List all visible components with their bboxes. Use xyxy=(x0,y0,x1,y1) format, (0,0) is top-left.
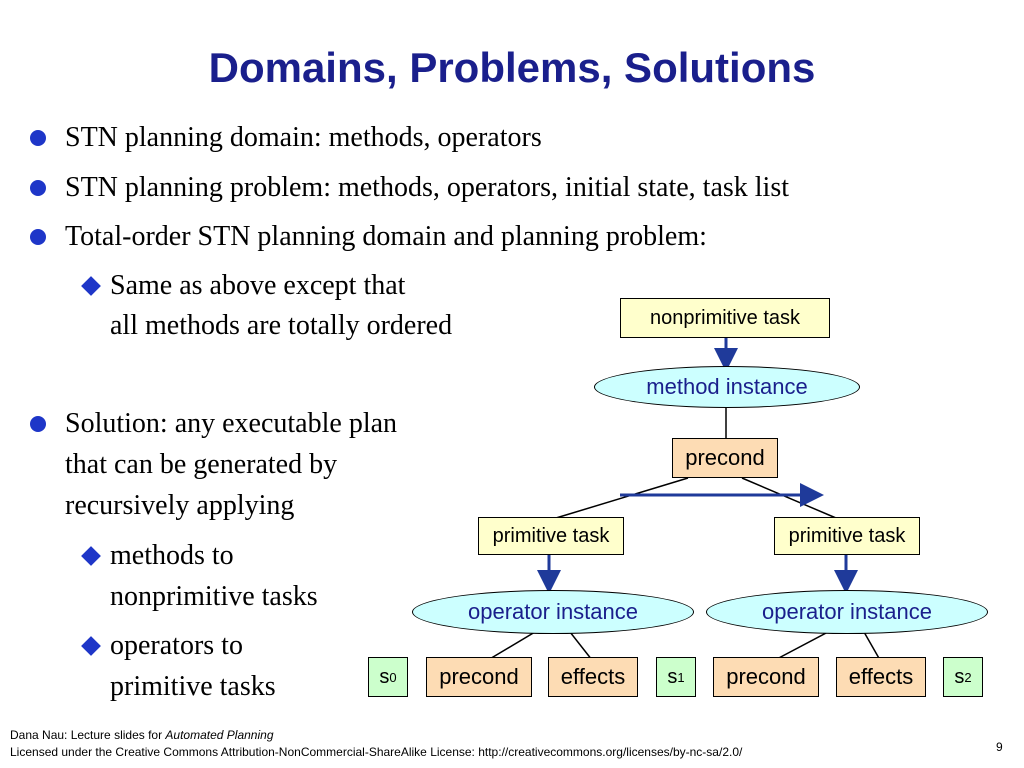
method-instance-oval: method instance xyxy=(594,366,860,408)
bullet-dot-4 xyxy=(30,416,46,432)
line-left-operator-to-effects xyxy=(569,631,593,661)
page-number: 9 xyxy=(996,740,1003,754)
state-s0-label: s xyxy=(379,665,390,688)
footer-credit: Dana Nau: Lecture slides for xyxy=(10,728,166,742)
right-effects-box: effects xyxy=(836,657,926,697)
line-right-operator-to-precond xyxy=(774,631,829,661)
sub-bullet-1-line-1: Same as above except that xyxy=(110,270,406,301)
bullet-2: STN planning problem: methods, operators… xyxy=(65,172,790,203)
slide-title: Domains, Problems, Solutions xyxy=(208,44,816,91)
right-operator-instance-oval: operator instance xyxy=(706,590,988,634)
sub-bullet-2-line-2: nonprimitive tasks xyxy=(110,581,318,612)
left-effects-box: effects xyxy=(548,657,638,697)
state-s2-label: s xyxy=(954,665,965,688)
line-right-operator-to-effects xyxy=(863,631,881,661)
sub-bullet-3-line-1: operators to xyxy=(110,630,243,661)
state-s1-subscript: 1 xyxy=(677,669,685,685)
solution-line-2: that can be generated by xyxy=(65,449,338,480)
solution-line-3: recursively applying xyxy=(65,490,295,521)
solution-line-1: Solution: any executable plan xyxy=(65,408,398,439)
line-left-operator-to-precond xyxy=(487,631,536,661)
top-precond-box: precond xyxy=(672,438,778,478)
left-primitive-task-box: primitive task xyxy=(478,517,624,555)
footer-line-1: Dana Nau: Lecture slides for Automated P… xyxy=(10,728,274,742)
left-operator-instance-oval: operator instance xyxy=(412,590,694,634)
state-s1-label: s xyxy=(667,665,678,688)
state-s2-subscript: 2 xyxy=(964,669,972,685)
footer-license: Licensed under the Creative Commons Attr… xyxy=(10,745,743,759)
right-primitive-task-box: primitive task xyxy=(774,517,920,555)
sub-bullet-3-line-2: primitive tasks xyxy=(110,671,276,702)
right-precond-box: precond xyxy=(713,657,819,697)
bullet-dot-1 xyxy=(30,130,46,146)
state-s0-subscript: 0 xyxy=(389,669,397,685)
sub-bullet-2-line-1: methods to xyxy=(110,540,234,571)
sub-bullet-1-line-2: all methods are totally ordered xyxy=(110,310,453,341)
bullet-dot-2 xyxy=(30,180,46,196)
line-precond-to-right-task xyxy=(741,477,837,519)
bullet-dot-3 xyxy=(30,229,46,245)
bullet-1: STN planning domain: methods, operators xyxy=(65,122,542,153)
bullet-3: Total-order STN planning domain and plan… xyxy=(65,221,707,252)
nonprimitive-task-box: nonprimitive task xyxy=(620,298,830,338)
left-precond-box: precond xyxy=(426,657,532,697)
line-precond-to-left-task xyxy=(555,477,689,519)
footer-book-title: Automated Planning xyxy=(165,728,274,742)
